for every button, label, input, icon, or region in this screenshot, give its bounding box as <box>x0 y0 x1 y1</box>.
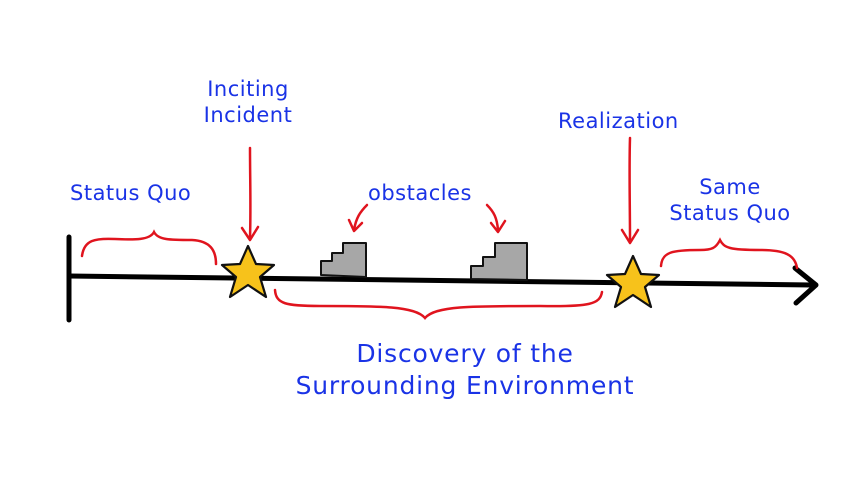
realization-label: Realization <box>558 109 679 133</box>
timeline <box>66 234 819 323</box>
timeline-axis <box>66 273 815 288</box>
inciting-incident-label: Inciting Incident <box>178 76 318 128</box>
star-icon <box>605 254 661 309</box>
obstacles-arrow-right-icon <box>485 203 507 234</box>
obstacles-label: obstacles <box>368 181 472 205</box>
discovery-label: Discovery of the Surrounding Environment <box>255 338 675 402</box>
discovery-line-1: Discovery of the <box>356 339 574 368</box>
status-quo-bracket <box>80 229 218 266</box>
stairs-icon <box>470 242 528 281</box>
realization-arrow-icon <box>620 136 640 245</box>
discovery-line-2: Surrounding Environment <box>295 371 635 400</box>
same-line-1: Same <box>699 175 761 199</box>
same-status-quo-label: Same Status Quo <box>660 174 800 226</box>
star-icon <box>220 244 276 299</box>
inciting-arrow-icon <box>240 146 260 242</box>
inciting-line-2: Incident <box>203 103 293 127</box>
same-line-2: Status Quo <box>669 201 791 225</box>
obstacles-arrow-left-icon <box>347 203 369 233</box>
status-quo-label: Status Quo <box>70 181 192 205</box>
inciting-line-1: Inciting <box>207 77 289 101</box>
same-status-quo-bracket <box>659 237 799 270</box>
stairs-icon <box>320 242 367 278</box>
discovery-bracket <box>273 288 604 320</box>
timeline-arrowhead <box>792 265 819 306</box>
